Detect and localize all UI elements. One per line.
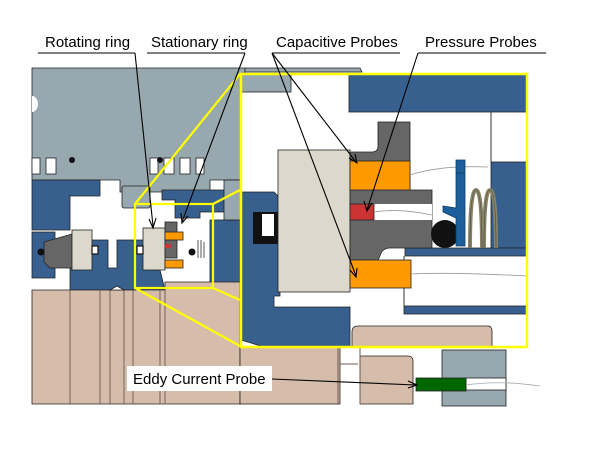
housing-top-strip: [244, 67, 363, 73]
label-pressure-probes: Pressure Probes: [363, 34, 546, 213]
housing-oring-left: [69, 157, 75, 163]
gland-blue: [31, 179, 101, 231]
detail-probe-bore: [374, 204, 432, 220]
shaft-shoulder: [359, 355, 414, 405]
label-pressure-probes-text: Pressure Probes: [425, 34, 537, 51]
detail-spring-seat: [404, 247, 528, 257]
u-seal-left: [91, 245, 99, 255]
probe-cables: [373, 166, 528, 277]
detail-stationary-carrier: [349, 121, 433, 261]
shaft-groove: [108, 285, 126, 291]
housing-oring-right: [157, 157, 163, 163]
zoom-detail-panel: [239, 72, 529, 349]
eddy-probe-cable: [465, 382, 541, 387]
rotating-ring-small: [142, 227, 166, 271]
pressure-probe-small: [165, 244, 171, 248]
eddy-label-background: [127, 366, 272, 391]
label-capacitive-probes: Capacitive Probes: [271, 34, 400, 279]
u-seal-right: [136, 245, 144, 255]
oring-left: [37, 248, 45, 256]
side-blue-block: [209, 219, 241, 287]
capacitive-probe-top: [349, 160, 411, 191]
oring-small: [188, 248, 196, 256]
housing-slots: [31, 157, 205, 175]
housing: [31, 67, 251, 193]
zoom-detail-frame: [239, 72, 529, 349]
zoom-source-frame: [133, 202, 215, 290]
detail-lower-blue-strip: [403, 305, 528, 315]
housing-end-notch: [32, 96, 38, 112]
drive-collar: [43, 233, 73, 269]
label-capacitive-probes-text: Capacitive Probes: [276, 34, 398, 51]
label-eddy-current-probe-text: Eddy Current Probe: [133, 371, 266, 388]
detail-shaft: [351, 325, 493, 348]
label-stationary-ring-text: Stationary ring: [151, 34, 248, 51]
rotating-ring-base: [71, 229, 93, 271]
label-rotating-ring-text: Rotating ring: [45, 34, 130, 51]
eddy-current-probe: [415, 377, 467, 392]
detail-rotating-ring: [277, 149, 351, 293]
detail-retaining-clip: [442, 159, 466, 247]
detail-spring-outline: [469, 189, 497, 249]
shaft-lines: [69, 290, 166, 404]
side-gray-block: [223, 179, 243, 221]
zoom-projection: [133, 73, 241, 347]
label-rotating-ring: Rotating ring: [38, 34, 157, 230]
capacitive-probe-bottom: [349, 259, 412, 289]
cap-probe-small-top: [164, 231, 184, 241]
label-eddy-current-probe: Eddy Current Probe: [127, 366, 419, 391]
detail-upper-housing: [348, 73, 528, 113]
label-stationary-ring: Stationary ring: [147, 34, 248, 225]
spring-small: [197, 240, 205, 258]
cap-probe-small-bottom: [164, 259, 184, 269]
detail-u-seal-inner: [262, 214, 274, 236]
detail-oring: [431, 220, 459, 248]
